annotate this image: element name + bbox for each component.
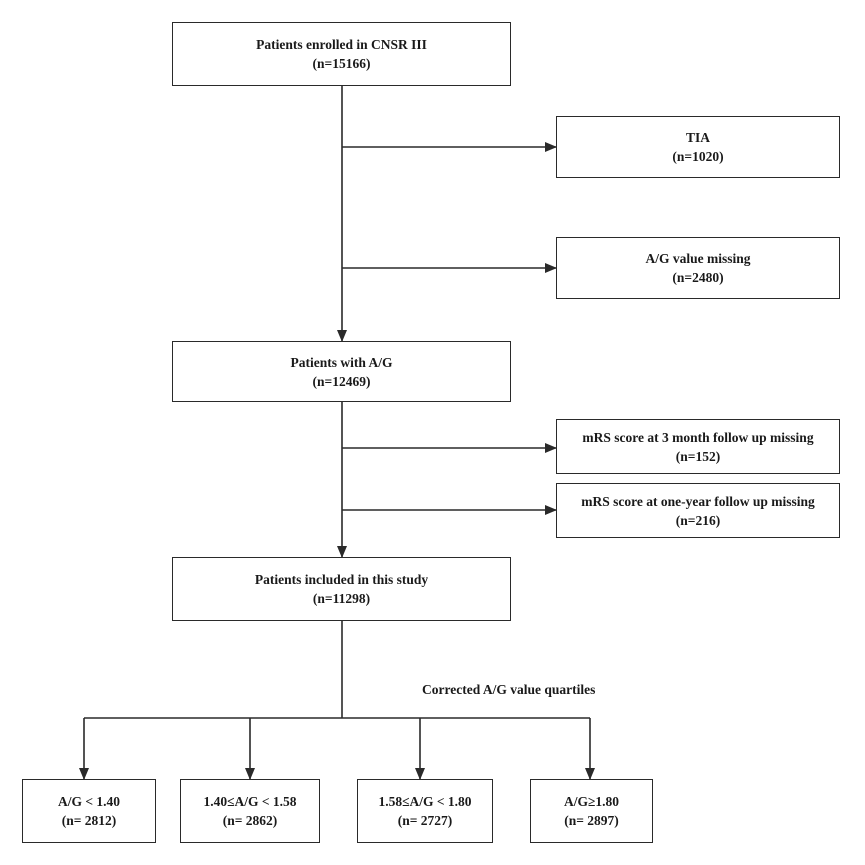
box-mrs-3month-title: mRS score at 3 month follow up missing — [582, 429, 814, 445]
quartiles-label: Corrected A/G value quartiles — [422, 682, 596, 697]
quartile-3-range: 1.58≤A/G < 1.80 — [378, 794, 472, 809]
box-mrs-oneyear-title: mRS score at one-year follow up missing — [581, 493, 815, 509]
quartile-3-count: (n= 2727) — [397, 813, 453, 828]
box-included: Patients included in this study (n=11298… — [172, 557, 511, 621]
box-with-ag-title: Patients with A/G — [290, 354, 393, 370]
quartile-2-count: (n= 2862) — [222, 813, 278, 828]
box-quartile-2: 1.40≤A/G < 1.58 (n= 2862) — [180, 779, 320, 843]
box-included-title: Patients included in this study — [254, 572, 429, 587]
box-mrs-oneyear: mRS score at one-year follow up missing … — [556, 483, 840, 538]
box-enrolled-title: Patients enrolled in CNSR III — [256, 37, 427, 52]
box-quartile-3: 1.58≤A/G < 1.80 (n= 2727) — [357, 779, 493, 843]
quartile-4-count: (n= 2897) — [564, 813, 619, 828]
box-with-ag-count: (n=12469) — [312, 373, 371, 389]
box-ag-missing: A/G value missing (n=2480) — [556, 237, 840, 299]
quartile-1-count: (n= 2812) — [61, 813, 117, 828]
box-mrs-oneyear-count: (n=216) — [675, 512, 721, 528]
box-mrs-3month: mRS score at 3 month follow up missing (… — [556, 419, 840, 474]
box-with-ag: Patients with A/G (n=12469) — [172, 341, 511, 402]
box-enrolled: Patients enrolled in CNSR III (n=15166) — [172, 22, 511, 86]
box-tia: TIA (n=1020) — [556, 116, 840, 178]
box-tia-title: TIA — [685, 130, 710, 145]
box-mrs-3month-count: (n=152) — [675, 448, 721, 464]
box-enrolled-count: (n=15166) — [312, 56, 371, 71]
quartile-4-range: A/G≥1.80 — [563, 794, 620, 809]
box-tia-count: (n=1020) — [672, 149, 724, 164]
box-ag-missing-title: A/G value missing — [645, 251, 751, 266]
quartile-2-range: 1.40≤A/G < 1.58 — [203, 794, 297, 809]
box-included-count: (n=11298) — [312, 591, 371, 606]
box-ag-missing-count: (n=2480) — [672, 270, 724, 285]
quartile-1-range: A/G < 1.40 — [57, 794, 121, 809]
box-quartile-1: A/G < 1.40 (n= 2812) — [22, 779, 156, 843]
box-quartile-4: A/G≥1.80 (n= 2897) — [530, 779, 653, 843]
